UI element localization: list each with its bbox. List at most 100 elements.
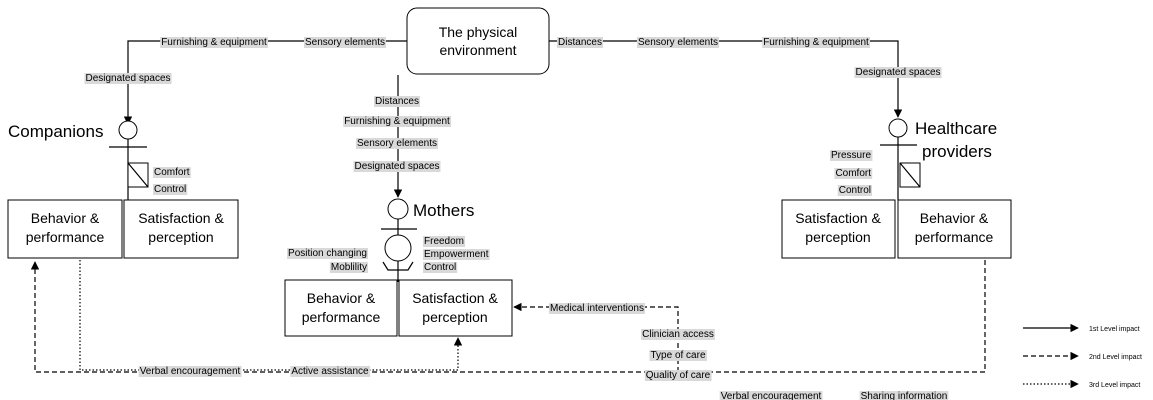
mothers-satisfaction-line1: Satisfaction & — [412, 290, 498, 306]
label-background — [762, 37, 871, 48]
label-background — [859, 391, 949, 400]
mothers-behavior-box[interactable]: Behavior & performance — [284, 279, 398, 337]
right-sensory-label: Sensory elements — [638, 37, 718, 48]
label-background — [837, 185, 872, 196]
mothers-satisfaction-box[interactable]: Satisfaction & perception — [398, 279, 513, 337]
mothers-behavior-line2: performance — [302, 309, 381, 325]
label-background — [138, 366, 242, 377]
providers-behavior-line1: Behavior & — [920, 210, 989, 226]
providers-moderator-diagonal — [899, 162, 921, 188]
label-background — [160, 37, 269, 48]
quality-of-care-label: Quality of care — [646, 370, 711, 381]
prov-pressure-label: Pressure — [831, 150, 871, 161]
companions-behavior-line2: performance — [26, 229, 105, 245]
providers-satisfaction-line1: Satisfaction & — [795, 210, 881, 226]
mom-mobility-label: Moblility — [331, 262, 367, 273]
env-title-line2: environment — [439, 42, 516, 58]
physical-environment-node[interactable] — [406, 7, 550, 75]
label-background — [153, 167, 191, 178]
label-background — [557, 37, 603, 48]
legend-third-label: 3rd Level impact — [1089, 382, 1140, 389]
label-background — [649, 350, 707, 361]
companions-satisfaction-box[interactable]: Satisfaction & perception — [123, 199, 239, 259]
companions-behavior-line1: Behavior & — [31, 210, 100, 226]
edge-companions-to-mothers-satisfaction — [79, 260, 463, 371]
providers-behavior-box[interactable]: Behavior & performance — [897, 199, 1012, 259]
label-background — [641, 329, 715, 340]
label-background — [549, 303, 645, 314]
companions-actor-icon — [118, 120, 138, 140]
edge-providers-to-companions-behavior — [30, 260, 986, 373]
label-background — [290, 366, 371, 377]
companions-moderator-diagonal — [127, 162, 149, 188]
mom-control-label: Control — [424, 262, 456, 273]
mom-position-label: Position changing — [288, 248, 367, 259]
label-background — [153, 184, 188, 195]
mid-sensory-label: Sensory elements — [357, 138, 437, 149]
verbal-encouragement-left-label: Verbal encouragement — [140, 366, 241, 377]
mothers-actor-icon — [387, 198, 409, 220]
providers-behavior-line2: performance — [915, 229, 994, 245]
providers-satisfaction-box[interactable]: Satisfaction & perception — [781, 199, 896, 259]
label-background — [303, 37, 387, 48]
label-background — [423, 236, 466, 247]
providers-actor-body — [880, 137, 917, 200]
label-background — [644, 370, 712, 381]
left-furnishing-label: Furnishing & equipment — [161, 37, 267, 48]
providers-actor-icon — [888, 118, 908, 138]
verbal-encouragement-right-label: Verbal encouragement — [721, 391, 822, 400]
mothers-behavior-line1: Behavior & — [307, 290, 376, 306]
mothers-mediator-base — [382, 261, 414, 271]
providers-label-line2: providers — [922, 142, 992, 161]
left-designated-label: Designated spaces — [85, 73, 170, 84]
label-background — [829, 150, 873, 161]
sharing-information-label: Sharing information — [861, 391, 948, 400]
providers-label-line1: Healthcare — [915, 119, 997, 138]
label-background — [287, 248, 368, 259]
mom-empowerment-label: Empowerment — [424, 249, 489, 260]
legend-first-label: 1st Level impact — [1089, 326, 1140, 333]
companions-satisfaction-line1: Satisfaction & — [138, 210, 224, 226]
right-designated-label: Designated spaces — [855, 67, 940, 78]
prov-comfort-label: Comfort — [835, 168, 871, 179]
providers-satisfaction-line2: perception — [805, 229, 870, 245]
prov-control-label: Control — [839, 185, 871, 196]
legend-second-label: 2nd Level impact — [1089, 354, 1142, 361]
right-furnishing-label: Furnishing & equipment — [763, 37, 869, 48]
env-title-line1: The physical — [439, 24, 518, 40]
mid-furnishing-label: Furnishing & equipment — [344, 116, 450, 127]
label-background — [636, 37, 720, 48]
label-background — [854, 67, 942, 78]
right-distances-label: Distances — [558, 37, 602, 48]
label-background — [423, 262, 458, 273]
active-assistance-label: Active assistance — [291, 366, 369, 377]
label-background — [834, 168, 873, 179]
clinician-access-label: Clinician access — [642, 329, 714, 340]
label-background — [84, 73, 172, 84]
mom-freedom-label: Freedom — [424, 236, 464, 247]
comp-control-label: Control — [154, 184, 186, 195]
mid-distances-label: Distances — [375, 96, 419, 107]
comp-comfort-label: Comfort — [154, 167, 190, 178]
companions-behavior-box[interactable]: Behavior & performance — [7, 199, 123, 259]
companions-label: Companions — [8, 122, 103, 141]
edge-env-to-providers — [549, 40, 903, 118]
mothers-mediator-icon — [384, 234, 412, 262]
type-of-care-label: Type of care — [650, 350, 705, 361]
label-background — [329, 262, 368, 273]
label-background — [343, 116, 452, 127]
label-background — [719, 391, 823, 400]
label-background — [355, 138, 439, 149]
mothers-satisfaction-line2: perception — [422, 309, 487, 325]
label-background — [353, 161, 441, 172]
label-background — [374, 96, 420, 107]
legend: 1st Level impact 2nd Level impact 3rd Le… — [1023, 323, 1142, 389]
mothers-label: Mothers — [413, 201, 474, 220]
mid-designated-label: Designated spaces — [354, 161, 439, 172]
left-sensory-label: Sensory elements — [305, 37, 385, 48]
edge-care-to-mothers-satisfaction — [513, 302, 679, 372]
companions-satisfaction-line2: perception — [148, 229, 213, 245]
label-background — [423, 249, 490, 260]
medical-interventions-label: Medical interventions — [550, 303, 644, 314]
